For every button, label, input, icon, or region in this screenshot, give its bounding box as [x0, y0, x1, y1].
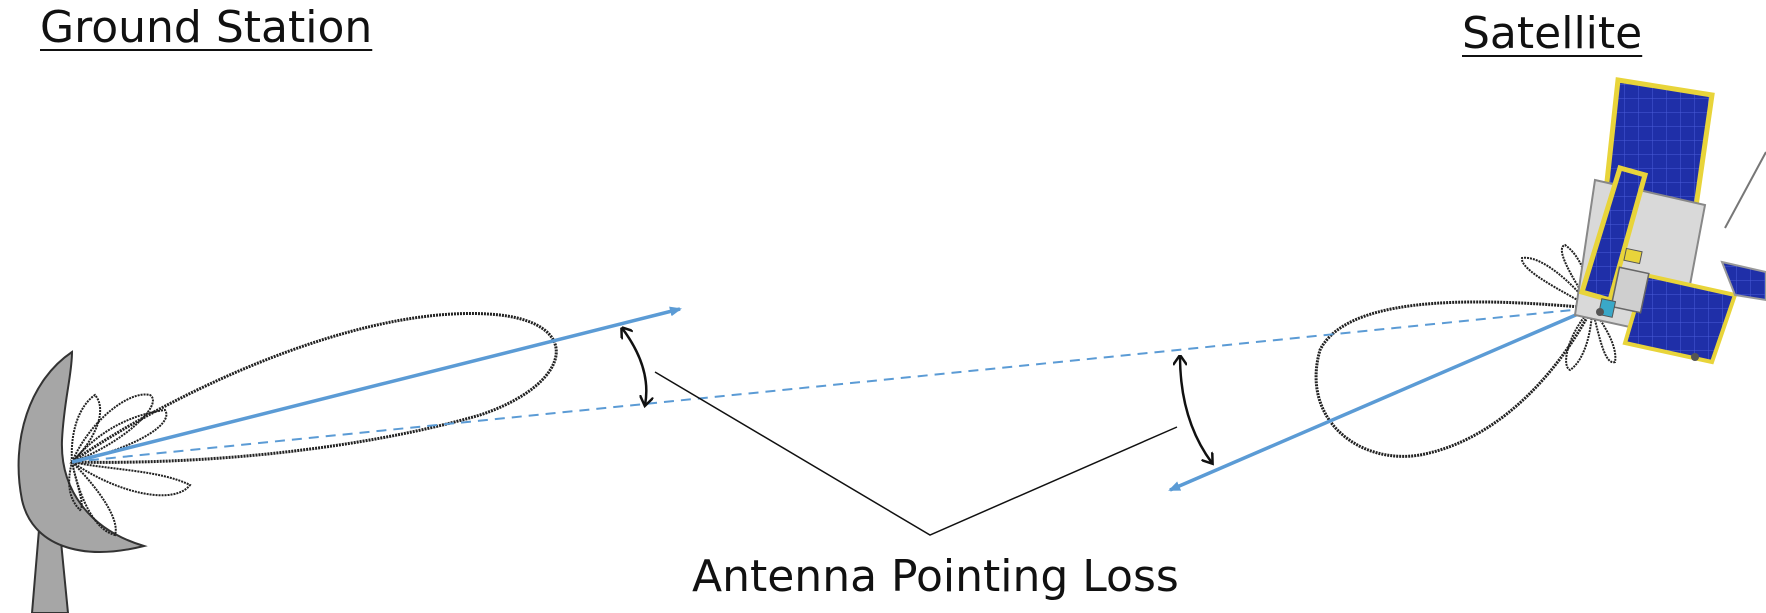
satellite-pointing-angle-arrow — [1180, 356, 1212, 463]
cubesat-icon — [1573, 77, 1766, 365]
ground-station-title: Ground Station — [40, 2, 373, 53]
satellite-boresight-vector — [1168, 306, 1593, 492]
satellite-main-lobe — [1314, 300, 1595, 458]
callout-leader-lines — [654, 371, 1178, 536]
antenna-pointing-loss-label: Antenna Pointing Loss — [692, 551, 1179, 602]
line-of-sight — [71, 307, 1593, 463]
ground-pointing-angle-arrow — [622, 328, 646, 405]
satellite-title: Satellite — [1462, 8, 1643, 59]
ground-boresight-vector — [71, 306, 682, 464]
satellite-dish-icon — [17, 350, 148, 613]
ground-main-lobe — [67, 312, 558, 464]
